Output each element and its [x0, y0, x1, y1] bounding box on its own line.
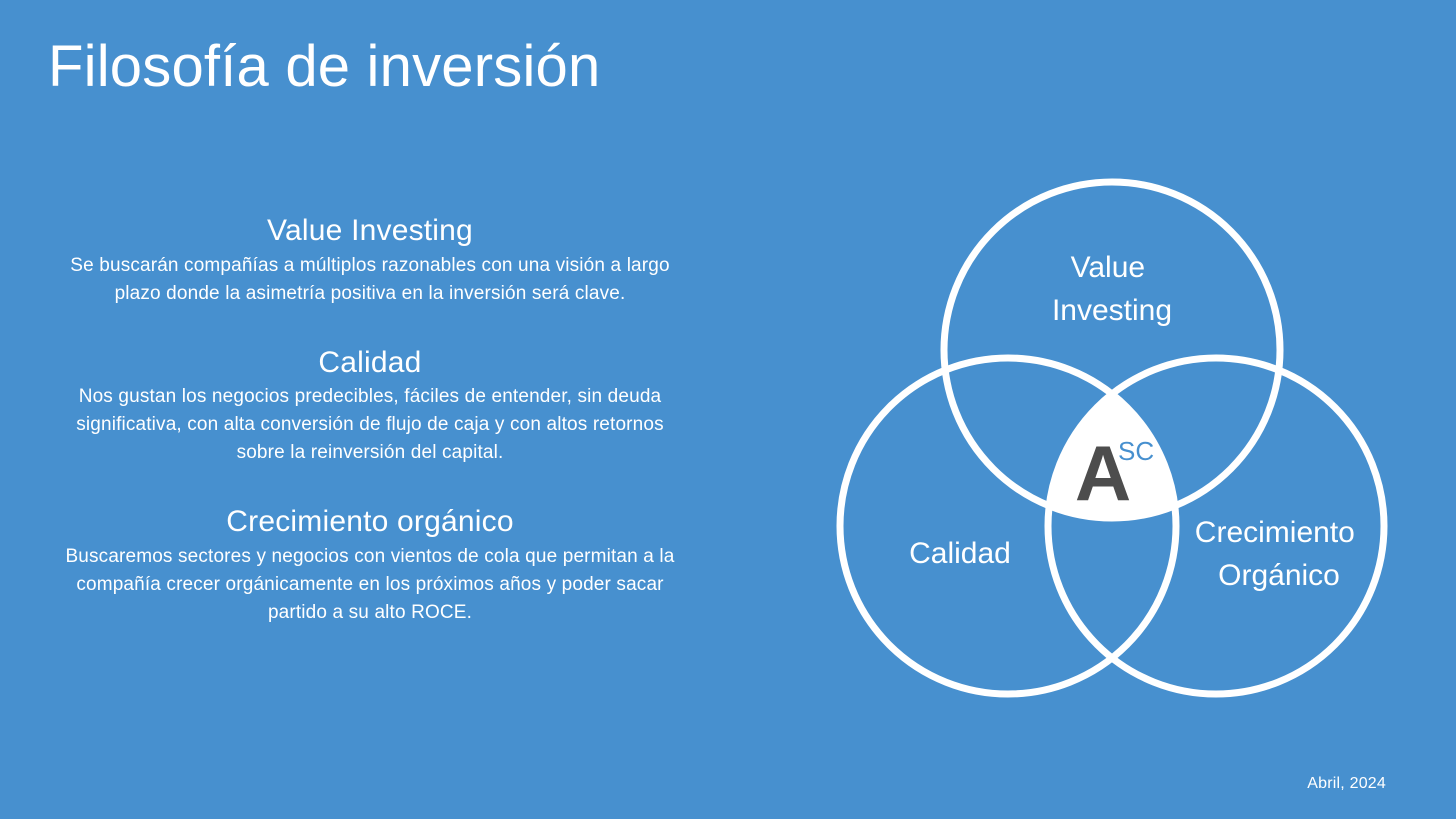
venn-circle-value-investing — [940, 178, 1284, 522]
logo-letter: A — [1075, 429, 1131, 517]
section-body: Se buscarán compañías a múltiplos razona… — [70, 254, 670, 304]
venn-label-value-investing: Value Investing — [1052, 251, 1172, 327]
venn-circle-calidad — [836, 354, 1180, 698]
page-title: Filosofía de inversión — [48, 34, 601, 99]
section-calidad: Calidad Nos gustan los negocios predecib… — [56, 344, 684, 468]
section-heading: Value Investing — [267, 214, 473, 247]
venn-label-line: Orgánico — [1218, 559, 1340, 592]
section-heading: Calidad — [318, 345, 422, 379]
venn-label-line: Value — [1071, 251, 1146, 284]
section-body: Nos gustan los negocios predecibles, fác… — [76, 386, 664, 463]
section-crecimiento-organico: Crecimiento orgánico Buscaremos sectores… — [56, 503, 684, 627]
venn-label-line: Calidad — [909, 537, 1011, 570]
footer-date: Abril, 2024 — [1307, 775, 1386, 792]
venn-label-line: Crecimiento — [1195, 516, 1355, 549]
asc-logo: A SC — [1075, 429, 1154, 517]
venn-label-crecimiento: Crecimiento Orgánico — [1195, 516, 1363, 592]
venn-label-line: Investing — [1052, 294, 1172, 327]
venn-diagram: Value Investing Calidad Crecimiento Orgá… — [836, 178, 1388, 698]
section-heading: Crecimiento orgánico — [226, 505, 514, 538]
philosophy-sections: Value Investing Se buscarán compañías a … — [56, 212, 684, 627]
venn-label-calidad: Calidad — [909, 537, 1011, 570]
logo-superscript: SC — [1118, 436, 1154, 466]
section-body: Buscaremos sectores y negocios con vient… — [65, 545, 675, 623]
venn-circle-crecimiento — [1044, 354, 1388, 698]
section-value-investing: Value Investing Se buscarán compañías a … — [56, 212, 684, 308]
